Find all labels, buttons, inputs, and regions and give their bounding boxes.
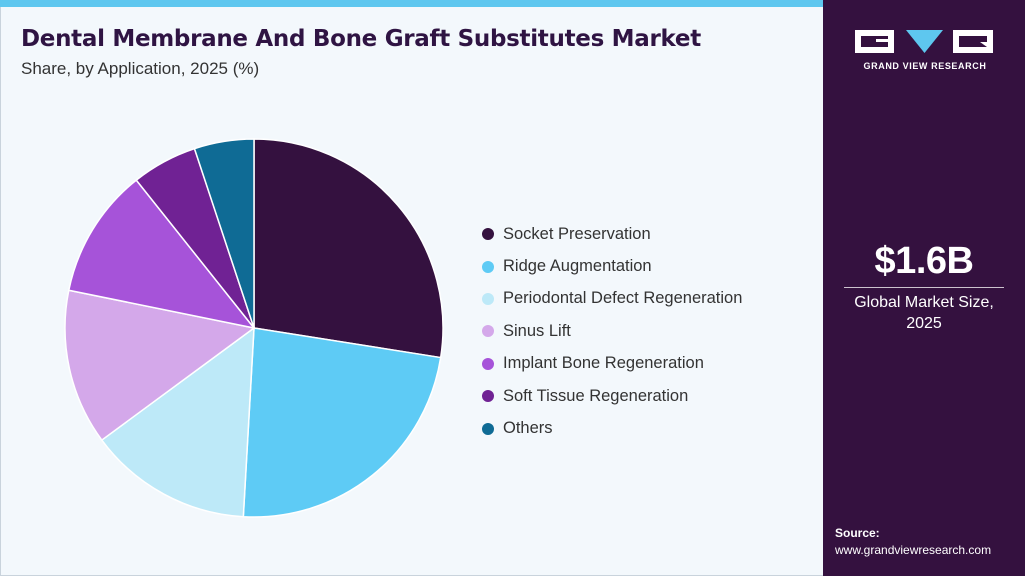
legend-item-others: Others bbox=[482, 412, 742, 444]
gvr-logo-icon bbox=[855, 30, 993, 53]
caption-line-1: Global Market Size, bbox=[854, 294, 994, 311]
legend-swatch bbox=[482, 292, 494, 305]
source-label: Source: bbox=[835, 526, 880, 540]
legend-swatch bbox=[482, 422, 494, 435]
legend-item-periodontal-defect-regeneration: Periodontal Defect Regeneration bbox=[482, 283, 742, 315]
legend-item-ridge-augmentation: Ridge Augmentation bbox=[482, 250, 742, 282]
legend-label: Others bbox=[503, 419, 553, 438]
legend-label: Soft Tissue Regeneration bbox=[503, 386, 689, 405]
sidebar-panel: GRAND VIEW RESEARCH $1.6B Global Market … bbox=[823, 0, 1025, 576]
legend-label: Ridge Augmentation bbox=[503, 257, 652, 276]
legend-item-sinus-lift: Sinus Lift bbox=[482, 315, 742, 347]
accent-bar bbox=[0, 0, 823, 7]
legend-swatch bbox=[482, 390, 494, 403]
pie-slice-others bbox=[193, 138, 255, 329]
legend-label: Sinus Lift bbox=[503, 321, 571, 340]
legend-item-socket-preservation: Socket Preservation bbox=[482, 218, 742, 250]
legend-label: Periodontal Defect Regeneration bbox=[503, 289, 743, 308]
legend-swatch bbox=[482, 260, 494, 273]
pie-slice-socket-preservation bbox=[253, 138, 444, 359]
market-size-value: $1.6B bbox=[874, 240, 974, 282]
legend-label: Implant Bone Regeneration bbox=[503, 354, 704, 373]
source-link[interactable]: www.grandviewresearch.com bbox=[835, 543, 992, 557]
brand-logo: GRAND VIEW RESEARCH bbox=[852, 28, 998, 73]
pie-slice-periodontal-defect-regeneration bbox=[100, 326, 255, 518]
legend-swatch bbox=[482, 325, 494, 338]
brand-name: GRAND VIEW RESEARCH bbox=[863, 61, 987, 71]
legend-item-soft-tissue-regeneration: Soft Tissue Regeneration bbox=[482, 380, 742, 412]
divider bbox=[844, 287, 1004, 288]
caption-line-2: 2025 bbox=[906, 315, 942, 332]
legend-item-implant-bone-regeneration: Implant Bone Regeneration bbox=[482, 348, 742, 380]
pie-slice-ridge-augmentation bbox=[242, 327, 442, 518]
chart-title: Dental Membrane And Bone Graft Substitut… bbox=[21, 26, 701, 52]
pie-slice-implant-bone-regeneration bbox=[67, 179, 256, 330]
market-size-caption: Global Market Size, 2025 bbox=[839, 292, 1009, 334]
legend-label: Socket Preservation bbox=[503, 224, 651, 243]
chart-subtitle: Share, by Application, 2025 (%) bbox=[21, 59, 260, 78]
legend-swatch bbox=[482, 228, 494, 241]
legend-swatch bbox=[482, 357, 494, 370]
pie-slice-sinus-lift bbox=[64, 289, 256, 442]
pie-chart bbox=[64, 138, 444, 518]
